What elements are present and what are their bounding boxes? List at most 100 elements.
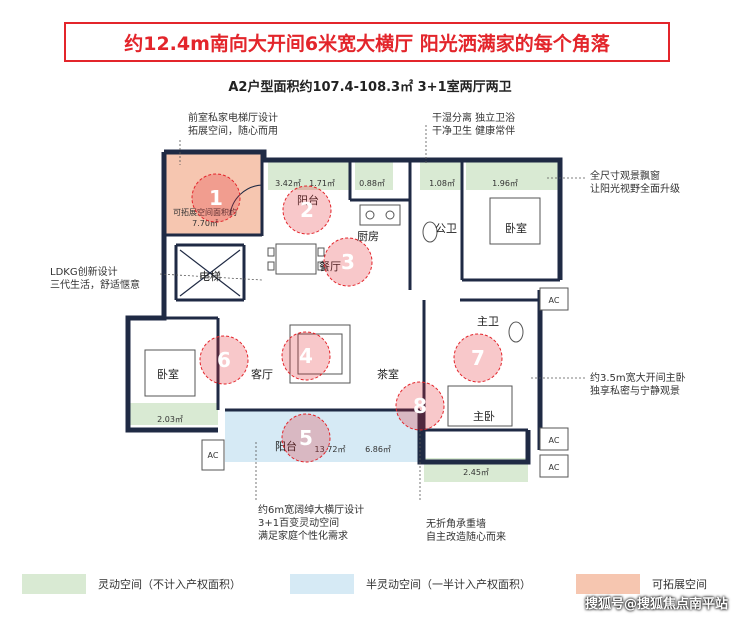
area-label-7: 13.72㎡ bbox=[315, 445, 346, 454]
marker-1-label: 1 bbox=[209, 186, 223, 210]
stove-icon bbox=[359, 204, 401, 226]
flex-zone-balcony-n bbox=[268, 162, 350, 190]
floor-plan: 阳台 厨房 餐厅 电梯 公卫 卧室 主卫 客厅 茶室 卧室 主卧 阳台 AC A… bbox=[125, 125, 585, 500]
flex-zone-bedroom-w-window bbox=[128, 403, 218, 425]
marker-2-label: 2 bbox=[300, 198, 314, 222]
area-label-4: 1.08㎡ bbox=[429, 179, 455, 188]
marker-7-label: 7 bbox=[471, 346, 485, 370]
dining-table-icon bbox=[267, 243, 325, 275]
annotation-front-hall-line1: 前室私家电梯厅设计 bbox=[188, 113, 278, 124]
flex-zone-bedroom-window bbox=[466, 162, 558, 190]
watermark: 搜狐号@搜狐焦点南平站 bbox=[584, 597, 728, 612]
annotation-window-line1: 全尺寸观景飘窗 bbox=[590, 171, 660, 182]
ac-box-2 bbox=[539, 427, 569, 451]
marker-6: 6 bbox=[199, 335, 249, 385]
annotation-front-hall-line2: 拓展空间，随心而用 bbox=[188, 126, 278, 137]
annotation-free-wall: 无折角承重墙 自主改造随心而来 bbox=[426, 518, 506, 544]
room-bedroom-w: 卧室 bbox=[157, 367, 179, 381]
semi-zone-balcony-s bbox=[225, 410, 420, 462]
annotation-bath-line2: 干净卫生 健康常伴 bbox=[432, 126, 516, 137]
annotation-master-line1: 约3.5m宽大开间主卧 bbox=[590, 373, 686, 384]
sofa-icon bbox=[289, 324, 351, 384]
ac-label-1: AC bbox=[549, 296, 560, 305]
interior-walls bbox=[128, 152, 560, 462]
legend-swatch-expand bbox=[576, 574, 640, 594]
annotation-free-wall-line1: 无折角承重墙 bbox=[426, 519, 486, 530]
ac-label-3: AC bbox=[549, 463, 560, 472]
headline-text: 约12.4m南向大开间6米宽大横厅 阳光洒满家的每个角落 bbox=[124, 32, 610, 55]
annotation-master-line2: 独享私密与宁静观景 bbox=[590, 386, 680, 397]
area-label-6: 2.03㎡ bbox=[157, 415, 183, 424]
annotation-hall: 约6m宽阔绰大横厅设计 3+1百变灵动空间 满足家庭个性化需求 bbox=[258, 504, 364, 543]
marker-1: 1 bbox=[191, 173, 241, 223]
area-label-10-caption: 可拓展空间面积约 bbox=[173, 207, 237, 217]
area-label-10: 7.70㎡ bbox=[192, 219, 218, 228]
annotation-free-wall-line2: 自主改造随心而来 bbox=[426, 532, 506, 543]
room-dining: 餐厅 bbox=[319, 259, 341, 273]
markers: 1 2 3 4 5 6 7 8 bbox=[191, 173, 503, 463]
marker-5-label: 5 bbox=[299, 426, 313, 450]
bed-icon-master bbox=[447, 385, 513, 427]
legend-label-expand: 可拓展空间 bbox=[652, 578, 707, 591]
leader-lines bbox=[159, 125, 585, 500]
annotation-window: 全尺寸观景飘窗 让阳光视野全面升级 bbox=[590, 170, 680, 196]
headline-banner: 约12.4m南向大开间6米宽大横厅 阳光洒满家的每个角落 bbox=[64, 22, 670, 62]
room-elevator: 电梯 bbox=[199, 270, 221, 283]
marker-2: 2 bbox=[282, 185, 332, 235]
area-label-1: 3.42㎡ bbox=[275, 179, 301, 188]
legend-expand: 可拓展空间 bbox=[576, 574, 707, 594]
area-label-8: 6.86㎡ bbox=[365, 445, 391, 454]
bed-icon-w bbox=[144, 349, 196, 397]
marker-7: 7 bbox=[453, 333, 503, 383]
area-label-2: 1.71㎡ bbox=[309, 179, 335, 188]
ac-box-3 bbox=[539, 454, 569, 478]
legend-label-flex: 灵动空间（不计入产权面积） bbox=[98, 578, 241, 591]
marker-8-label: 8 bbox=[413, 394, 427, 418]
room-master-bedroom: 主卧 bbox=[473, 410, 495, 423]
toilet-icon-master bbox=[508, 321, 524, 343]
ac-box-4 bbox=[201, 439, 225, 471]
room-public-bath: 公卫 bbox=[435, 222, 457, 235]
annotation-hall-line1: 约6m宽阔绰大横厅设计 bbox=[258, 505, 365, 516]
marker-3: 3 bbox=[323, 237, 373, 287]
annotation-master: 约3.5m宽大开间主卧 独享私密与宁静观景 bbox=[590, 372, 686, 398]
room-bedroom-ne: 卧室 bbox=[505, 221, 527, 235]
annotation-ldkg-line1: LDKG创新设计 bbox=[50, 267, 118, 278]
unit-subtitle: A2户型面积约107.4-108.3㎡ 3+1室两厅两卫 bbox=[228, 80, 512, 95]
annotation-bath-line1: 干湿分离 独立卫浴 bbox=[432, 113, 516, 124]
area-label-5: 1.96㎡ bbox=[492, 179, 518, 188]
room-balcony-south: 阳台 bbox=[275, 439, 297, 453]
door-swing-icon bbox=[229, 184, 263, 216]
room-master-bath: 主卫 bbox=[477, 315, 499, 328]
marker-6-label: 6 bbox=[217, 348, 231, 372]
area-label-3: 0.88㎡ bbox=[359, 179, 385, 188]
marker-3-label: 3 bbox=[341, 250, 355, 274]
annotation-bath: 干湿分离 独立卫浴 干净卫生 健康常伴 bbox=[432, 112, 515, 138]
room-kitchen: 厨房 bbox=[357, 230, 379, 243]
bed-icon-ne bbox=[489, 197, 541, 245]
annotation-ldkg-line2: 三代生活，舒适惬意 bbox=[50, 280, 140, 291]
marker-5: 5 bbox=[281, 413, 331, 463]
ac-box-1 bbox=[539, 287, 569, 311]
flex-zone-bath-n bbox=[420, 162, 462, 190]
legend-swatch-semi bbox=[290, 574, 354, 594]
area-label-9: 2.45㎡ bbox=[463, 468, 489, 477]
annotation-hall-line2: 3+1百变灵动空间 bbox=[258, 518, 340, 529]
annotation-front-hall: 前室私家电梯厅设计 拓展空间，随心而用 bbox=[188, 112, 278, 138]
legend-semi: 半灵动空间（一半计入产权面积） bbox=[290, 574, 531, 594]
elevator-icon bbox=[179, 249, 241, 297]
marker-8: 8 bbox=[395, 381, 445, 431]
marker-4-label: 4 bbox=[299, 344, 313, 368]
legend-label-semi: 半灵动空间（一半计入产权面积） bbox=[366, 578, 531, 591]
ac-label-4: AC bbox=[208, 451, 219, 460]
room-tea: 茶室 bbox=[377, 367, 399, 381]
annotation-ldkg: LDKG创新设计 三代生活，舒适惬意 bbox=[50, 266, 140, 292]
flex-zone-kitchen-n bbox=[355, 162, 393, 190]
legend-flex: 灵动空间（不计入产权面积） bbox=[22, 574, 241, 594]
annotation-hall-line3: 满足家庭个性化需求 bbox=[258, 531, 348, 542]
room-balcony-north: 阳台 bbox=[297, 193, 319, 207]
marker-4: 4 bbox=[281, 331, 331, 381]
annotation-window-line2: 让阳光视野全面升级 bbox=[590, 184, 680, 195]
room-living: 客厅 bbox=[251, 367, 273, 381]
toilet-icon-public bbox=[422, 221, 438, 243]
